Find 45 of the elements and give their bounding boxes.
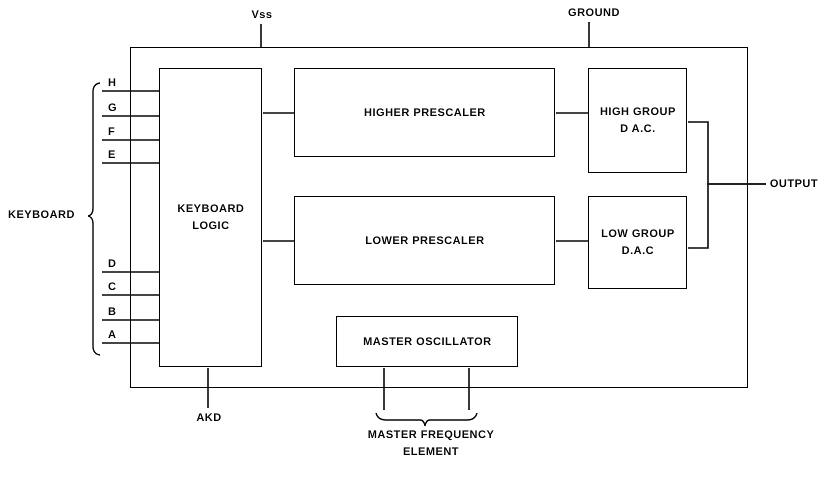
wire [102, 294, 160, 296]
wire [556, 240, 589, 242]
wire [102, 319, 160, 321]
wire [102, 90, 160, 92]
pin-label: E [108, 149, 116, 161]
pin-label: AKD [196, 410, 222, 426]
pin-label: D [108, 258, 116, 270]
wire [263, 112, 295, 114]
pin-label: C [108, 281, 116, 293]
pin-label: GROUND [568, 6, 620, 21]
block-label: MASTER OSCILLATOR [363, 334, 492, 350]
pin-label: F [108, 126, 116, 138]
wire [102, 162, 160, 164]
block-label: KEYBOARD LOGIC [176, 202, 246, 234]
block-box [294, 196, 556, 286]
wire [102, 115, 160, 117]
block-box [159, 68, 262, 368]
wire [468, 368, 470, 410]
pin-label: B [108, 306, 116, 318]
block-box [336, 316, 518, 368]
pin-label: OUTPUT [770, 176, 818, 192]
block-label: HIGHER PRESCALER [364, 106, 486, 121]
wire [260, 24, 262, 47]
wire [102, 271, 160, 273]
wire [102, 342, 160, 344]
wire [588, 22, 590, 47]
block-box [588, 68, 688, 174]
wire [556, 112, 589, 114]
block-label: HIGH GROUP D A.C. [598, 105, 677, 137]
wire [207, 368, 209, 408]
bracket-label: KEYBOARD [8, 209, 75, 221]
wire [263, 240, 295, 242]
block-label: LOW GROUP D.A.C [600, 227, 676, 259]
pin-label: A [108, 329, 116, 341]
wire [383, 368, 385, 410]
block-box [588, 196, 688, 290]
wire [102, 139, 160, 141]
block-label: LOWER PRESCALER [365, 234, 485, 249]
pin-label: Vss [251, 8, 273, 23]
pin-label: H [108, 77, 116, 89]
wire [688, 183, 766, 249]
pin-label: MASTER FREQUENCY ELEMENT [366, 428, 496, 460]
block-box [294, 68, 556, 158]
pin-label: G [108, 102, 118, 114]
chip-outline [130, 47, 748, 388]
